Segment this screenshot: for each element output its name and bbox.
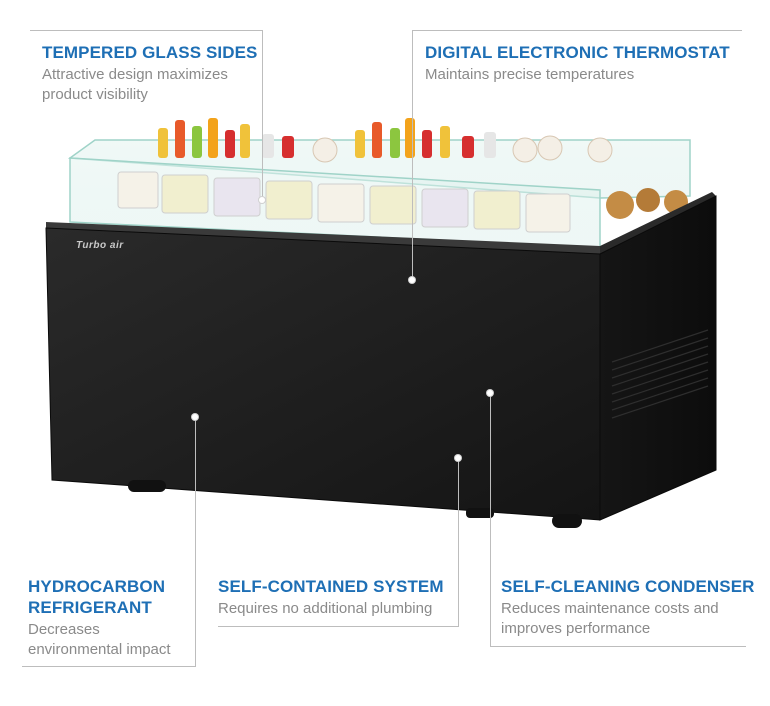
cabinet-top-edge	[46, 222, 600, 254]
pointer-dot-hydrocarbon	[192, 414, 198, 420]
callout-title: SELF-CONTAINED SYSTEM	[218, 577, 444, 596]
desc-line: product visibility	[42, 86, 148, 103]
brand-logo: Turbo air	[76, 240, 124, 251]
pointer-dot-selfcontained	[455, 455, 461, 461]
food-containers-row	[117, 171, 688, 233]
pointer-dot-thermostat	[409, 277, 415, 283]
caster-right	[552, 514, 582, 528]
callout-desc: Attractive design maximizes product visi…	[42, 65, 257, 105]
caster-left	[128, 480, 166, 492]
cabinet-front	[45, 227, 601, 521]
desc-line: Requires no additional plumbing	[218, 600, 433, 617]
leader-glass-h	[30, 30, 262, 31]
callout-self-contained: SELF-CONTAINED SYSTEM Requires no additi…	[218, 576, 444, 619]
leader-hydrocarbon-h	[22, 666, 196, 667]
desc-line: improves performance	[501, 620, 651, 637]
callout-hydrocarbon: HYDROCARBON REFRIGERANT Decreases enviro…	[28, 576, 171, 660]
callout-desc: Decreases environmental impact	[28, 620, 171, 660]
pointer-dot-glass	[259, 197, 265, 203]
callout-title: HYDROCARBON REFRIGERANT	[28, 576, 171, 618]
leader-condenser-v	[490, 393, 491, 646]
desc-line: environmental impact	[28, 641, 171, 658]
callout-desc: Maintains precise temperatures	[425, 65, 730, 85]
cabinet-side	[599, 195, 717, 521]
desc-line: Maintains precise temperatures	[425, 66, 635, 83]
leader-selfcontained-h	[218, 626, 459, 627]
pointer-dot-condenser	[487, 390, 493, 396]
leader-condenser-h	[490, 646, 746, 647]
desc-line: Decreases	[28, 621, 100, 638]
leader-thermostat-h	[412, 30, 742, 31]
callout-title: DIGITAL ELECTRONIC THERMOSTAT	[425, 43, 730, 62]
condenser-vent	[611, 329, 709, 419]
callout-condenser: SELF-CLEANING CONDENSER Reduces maintena…	[501, 576, 755, 639]
leader-thermostat-v	[412, 30, 413, 280]
callout-thermostat: DIGITAL ELECTRONIC THERMOSTAT Maintains …	[425, 42, 730, 85]
leader-glass-v	[262, 30, 263, 202]
callout-desc: Reduces maintenance costs and improves p…	[501, 599, 755, 639]
callout-title: TEMPERED GLASS SIDES	[42, 43, 258, 62]
title-line: REFRIGERANT	[28, 598, 152, 617]
callout-desc: Requires no additional plumbing	[218, 599, 444, 619]
desc-line: Attractive design maximizes	[42, 66, 228, 83]
title-line: HYDROCARBON	[28, 577, 166, 596]
leader-selfcontained-v	[458, 458, 459, 626]
callout-title: SELF-CLEANING CONDENSER	[501, 577, 755, 596]
leader-hydrocarbon-v	[195, 418, 196, 666]
callout-tempered-glass: TEMPERED GLASS SIDES Attractive design m…	[42, 42, 257, 105]
desc-line: Reduces maintenance costs and	[501, 600, 719, 617]
